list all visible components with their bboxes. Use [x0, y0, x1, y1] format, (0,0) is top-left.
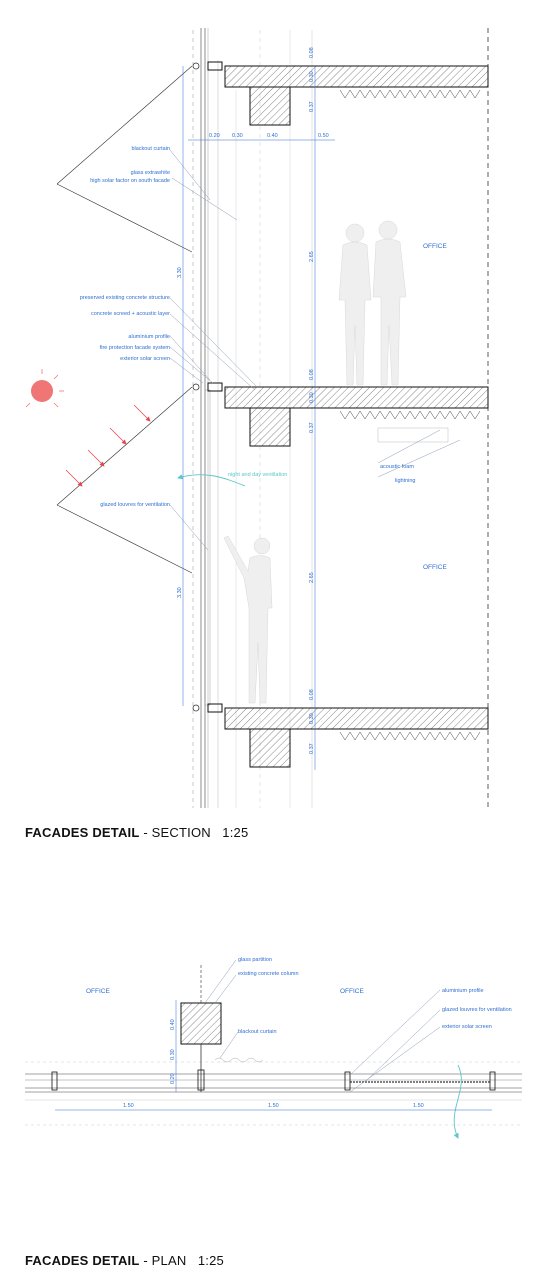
plan-title-bold: FACADES DETAIL [25, 1253, 140, 1268]
section-leader-lines [169, 149, 461, 551]
plan-label-exterior-screen: exterior solar screen [442, 1024, 492, 1030]
section-dimension-lines [182, 66, 335, 770]
label-preserved-structure: preserved existing concrete structure [80, 295, 170, 301]
plan-label-office-left: OFFICE [86, 988, 110, 995]
plan-dimension-text: 1.50 1.50 1.50 0.40 0.30 0.20 [123, 1019, 424, 1109]
airflow-arrow [177, 474, 246, 487]
plan-drawing [25, 959, 522, 1139]
section-title-rest: - SECTION 1:25 [139, 825, 249, 840]
dim-floor-1: 3.30 [177, 267, 183, 278]
section-drawing [25, 28, 489, 808]
dim-floor-2: 3.30 [177, 587, 183, 598]
mullion-middle [344, 1071, 351, 1091]
plan-label-existing-column: existing concrete column [238, 971, 299, 977]
dim-slab-1-a: 0.08 [309, 47, 315, 58]
mullion-left [51, 1071, 58, 1091]
label-fire-protection: fire protection facade system [100, 345, 171, 351]
plan-dimension-lines [55, 1000, 492, 1111]
dim-top-4: 0.50 [318, 133, 329, 139]
section-labels: blackout curtain glass extrawhite high s… [80, 146, 448, 571]
dim-slab-1-c: 0.37 [309, 101, 315, 112]
mullion-right [489, 1071, 496, 1091]
sun-icon [25, 369, 64, 408]
dim-height-2: 2.65 [309, 572, 315, 583]
dim-top-3: 0.40 [267, 133, 278, 139]
label-concrete-screed: concrete screed + acoustic layer [91, 311, 170, 317]
dim-slab-2-c: 0.37 [309, 422, 315, 433]
plan-airflow-arrow [453, 1064, 462, 1139]
section-title: FACADES DETAIL - SECTION 1:25 [25, 825, 248, 840]
plan-dim-span-1: 1.50 [123, 1103, 134, 1109]
label-high-solar: high solar factor on south facade [90, 178, 170, 184]
plan-dim-span-3: 1.50 [413, 1103, 424, 1109]
section-dimension-text: 0.20 0.30 0.40 0.50 0.08 0.30 0.37 2.65 … [177, 47, 329, 754]
plan-label-glazed-louvres: glazed louvres for ventilation [442, 1007, 512, 1013]
label-acoustic-foam: acoustic foam [380, 464, 414, 470]
label-glazed-louvres: glazed louvres for ventilation [100, 502, 170, 508]
floor-slab-3 [192, 703, 489, 768]
curtain-wave [214, 1057, 264, 1063]
plan-dim-col-2: 0.30 [170, 1049, 176, 1060]
plan-dim-col-3: 0.20 [170, 1073, 176, 1084]
plan-labels: glass partition existing concrete column… [86, 957, 512, 1035]
label-lightning: lightning [395, 478, 416, 484]
label-glass-extrawhite: glass extrawhite [131, 170, 170, 176]
dim-slab-1-b: 0.30 [309, 71, 315, 82]
plan-label-glass-partition: glass partition [238, 957, 272, 963]
plan-title: FACADES DETAIL - PLAN 1:25 [25, 1253, 224, 1268]
plan-dim-col-1: 0.40 [170, 1019, 176, 1030]
concrete-column [180, 965, 222, 1092]
people-silhouettes-upper [338, 220, 407, 386]
section-title-bold: FACADES DETAIL [25, 825, 140, 840]
dim-slab-3-c: 0.37 [309, 743, 315, 754]
floor-slab-2 [192, 382, 489, 447]
plan-dim-span-2: 1.50 [268, 1103, 279, 1109]
floor-slab-1 [192, 61, 489, 126]
plan-leader-lines [204, 959, 441, 1093]
dim-top-1: 0.20 [209, 133, 220, 139]
dim-slab-3-a: 0.08 [309, 689, 315, 700]
sun-ray-arrows [65, 404, 151, 487]
plan-label-office-right: OFFICE [340, 988, 364, 995]
plan-label-aluminium-profile: aluminium profile [442, 988, 484, 994]
dim-slab-2-a: 0.08 [309, 369, 315, 380]
label-office-upper: OFFICE [423, 243, 447, 250]
label-night-ventilation: night and day ventilation [228, 472, 287, 478]
plan-label-blackout-curtain: blackout curtain [238, 1029, 277, 1035]
person-silhouette-lower [223, 535, 273, 704]
label-blackout-curtain: blackout curtain [131, 146, 170, 152]
dim-slab-2-b: 0.30 [309, 392, 315, 403]
label-office-lower: OFFICE [423, 564, 447, 571]
dim-height-1: 2.65 [309, 251, 315, 262]
dim-top-2: 0.30 [232, 133, 243, 139]
label-aluminium-profile: aluminium profile [128, 334, 170, 340]
label-exterior-screen: exterior solar screen [120, 356, 170, 362]
plan-title-rest: - PLAN 1:25 [139, 1253, 224, 1268]
dim-slab-3-b: 0.30 [309, 713, 315, 724]
